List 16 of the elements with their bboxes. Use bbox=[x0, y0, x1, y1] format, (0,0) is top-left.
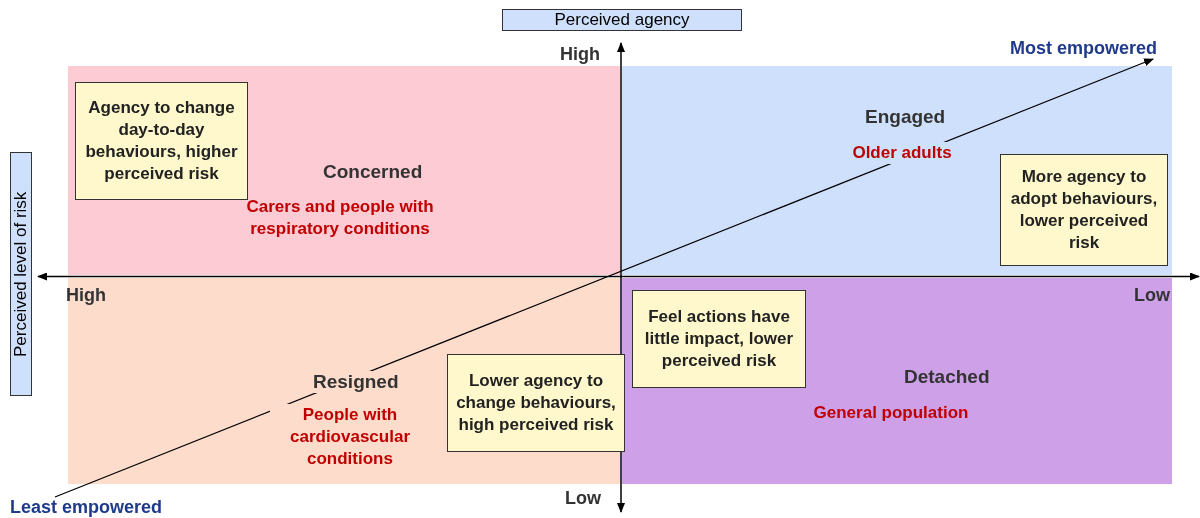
end-label: Least empowered bbox=[10, 497, 163, 518]
axis-title: Perceived agency bbox=[502, 9, 742, 31]
axis-end-label: High bbox=[66, 285, 106, 306]
end-label: Most empowered bbox=[1010, 38, 1158, 59]
axis-end-label: Low bbox=[565, 488, 601, 509]
note-box: Lower agency to change behaviours, high perceived risk bbox=[447, 354, 625, 452]
quadrant-panel bbox=[68, 66, 620, 275]
note-box: Agency to change day-to-day behaviours, higher perceived risk bbox=[75, 82, 248, 200]
axis-end-label: High bbox=[560, 44, 600, 65]
quadrant-panel bbox=[622, 66, 1172, 275]
axis-end-label: Low bbox=[1134, 285, 1170, 306]
axis-title: Perceived level of risk bbox=[10, 152, 32, 396]
note-box: Feel actions have little impact, lower perceived risk bbox=[632, 290, 806, 388]
quadrant-panel bbox=[622, 278, 1172, 484]
arrow bbox=[54, 58, 1154, 498]
note-box: More agency to adopt behaviours, lower perceived risk bbox=[1000, 154, 1168, 266]
